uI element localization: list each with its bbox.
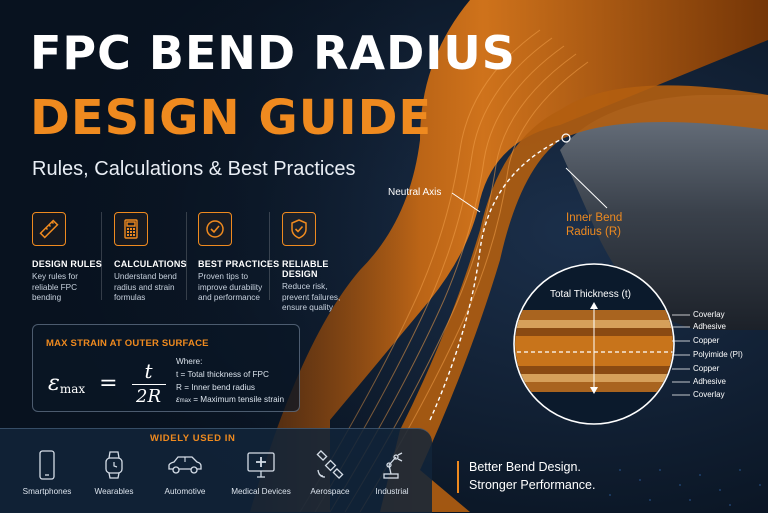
- shield-check-icon: [282, 212, 316, 246]
- ruler-icon: [32, 212, 66, 246]
- feature-title: BEST PRACTICES: [198, 259, 280, 269]
- layer-label: Coverlay: [693, 310, 725, 319]
- where-e: εmax = Maximum tensile strain: [176, 394, 284, 408]
- where-r: R = Inner bend radius: [176, 382, 255, 392]
- feature-title: CALCULATIONS: [114, 259, 187, 269]
- where-e-symbol: ε: [176, 395, 180, 405]
- formula-numerator: t: [144, 359, 153, 383]
- app-label: Aerospace: [310, 487, 350, 496]
- formula-legend: Where: t = Total thickness of FPC R = In…: [176, 356, 284, 408]
- divider: [269, 212, 270, 300]
- layer-label: Adhesive: [693, 322, 726, 331]
- tagline-line-2: Stronger Performance.: [469, 478, 596, 492]
- inner-bend-line-2: Radius (R): [566, 226, 621, 238]
- feature-title: RELIABLE DESIGN: [282, 259, 329, 279]
- fraction-bar: [131, 384, 166, 386]
- feature-design-rules: DESIGN RULES Key rules for reliable FPC …: [32, 212, 116, 304]
- app-industrial: Industrial: [354, 449, 430, 496]
- where-t: t = Total thickness of FPC: [176, 369, 269, 379]
- where-e-sub: max: [179, 398, 191, 405]
- title-line-2: DESIGN GUIDE: [30, 90, 433, 146]
- medical-monitor-icon: [223, 449, 299, 481]
- formula-heading: MAX STRAIN AT OUTER SURFACE: [46, 338, 209, 349]
- formula-box: [32, 324, 300, 412]
- formula-epsilon: ε: [48, 371, 60, 397]
- formula-subscript: max: [59, 381, 86, 396]
- subtitle: Rules, Calculations & Best Practices: [32, 158, 356, 180]
- smartphone-icon: [9, 449, 85, 481]
- layer-label: Coverlay: [693, 390, 725, 399]
- app-label: Industrial: [375, 487, 409, 496]
- app-label: Automotive: [164, 487, 206, 496]
- formula-denominator: 2R: [136, 386, 162, 408]
- layer-label: Copper: [693, 364, 720, 373]
- app-label: Smartphones: [22, 487, 72, 496]
- title-line-1: FPC BEND RADIUS: [30, 26, 516, 80]
- layer-label: Copper: [693, 336, 720, 345]
- tagline-accent-bar: [457, 461, 459, 493]
- app-label: Medical Devices: [231, 487, 291, 496]
- satellite-icon: [292, 449, 368, 481]
- formula-equals: =: [99, 371, 118, 397]
- robot-arm-icon: [354, 449, 430, 481]
- app-medical-devices: Medical Devices: [223, 449, 299, 496]
- where-title: Where:: [176, 357, 203, 366]
- feature-title: DESIGN RULES: [32, 259, 102, 269]
- total-thickness-label: Total Thickness (t): [550, 289, 631, 300]
- divider: [101, 212, 102, 300]
- divider: [186, 212, 187, 300]
- inner-bend-radius-label: Inner Bend Radius (R): [566, 211, 622, 239]
- feature-calculations: CALCULATIONS Understand bend radius and …: [114, 212, 198, 304]
- feature-best-practices: BEST PRACTICES Proven tips to improve du…: [198, 212, 282, 304]
- layer-label: Adhesive: [693, 377, 726, 386]
- where-e-text: = Maximum tensile strain: [190, 395, 285, 405]
- app-wearables: Wearables: [76, 449, 152, 496]
- calculator-icon: [114, 212, 148, 246]
- car-icon: [147, 449, 223, 481]
- tagline-line-1: Better Bend Design.: [469, 460, 581, 474]
- app-label: Wearables: [94, 487, 134, 496]
- strain-formula: ε max = t 2R: [48, 360, 166, 407]
- feature-desc: Key rules for reliable FPC bending: [32, 272, 78, 303]
- tagline: Better Bend Design. Stronger Performance…: [469, 458, 595, 494]
- widely-used-panel: [0, 428, 432, 513]
- check-circle-icon: [198, 212, 232, 246]
- feature-reliable-design: RELIABLE DESIGN Reduce risk, prevent fai…: [282, 212, 366, 314]
- layer-label: Polyimide (PI): [693, 350, 743, 359]
- inner-bend-line-1: Inner Bend: [566, 212, 623, 224]
- app-aerospace: Aerospace: [292, 449, 368, 496]
- feature-desc: Proven tips to improve durability and pe…: [198, 272, 263, 303]
- widely-used-heading: WIDELY USED IN: [150, 433, 236, 444]
- neutral-axis-label: Neutral Axis: [388, 187, 442, 198]
- watch-icon: [76, 449, 152, 481]
- feature-desc: Understand bend radius and strain formul…: [114, 272, 177, 303]
- app-smartphones: Smartphones: [9, 449, 85, 496]
- app-automotive: Automotive: [147, 449, 223, 496]
- feature-desc: Reduce risk, prevent failures, ensure qu…: [282, 282, 341, 313]
